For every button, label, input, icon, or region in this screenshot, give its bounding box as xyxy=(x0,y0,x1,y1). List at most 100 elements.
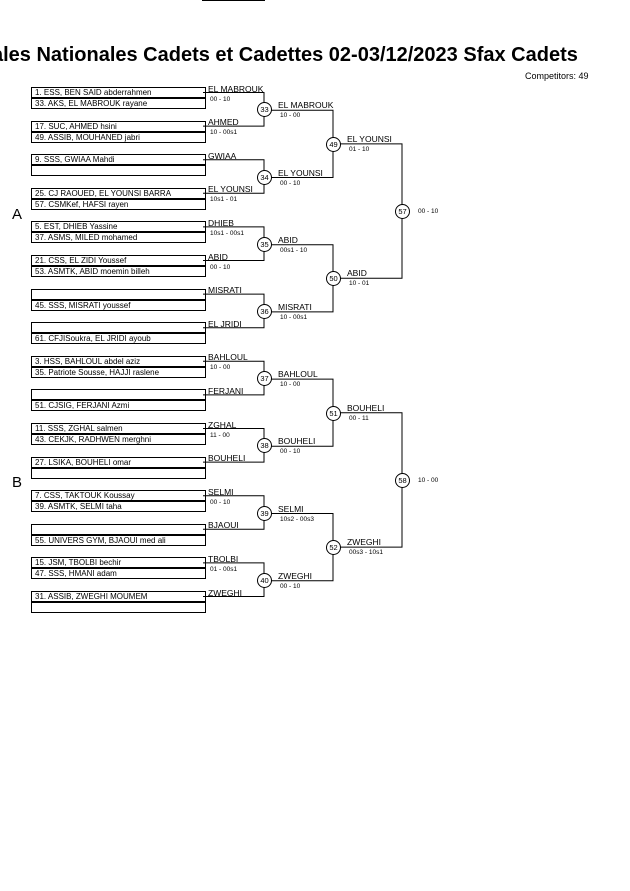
page-title: ales Nationales Cadets et Cadettes 02-03… xyxy=(0,44,578,66)
match-score: 00 - 10 xyxy=(210,498,231,506)
match-score: 10s1 - 01 xyxy=(210,196,238,204)
match-score: 01 - 00s1 xyxy=(210,565,238,573)
match-number: 35 xyxy=(257,236,272,252)
match-score: 10 - 00 xyxy=(210,364,231,372)
player-slot[interactable]: 17. SUC, AHMED hsini xyxy=(31,120,206,132)
match-winner-label: ABID xyxy=(208,251,228,262)
player-slot[interactable]: 47. SSS, HMANI adam xyxy=(31,568,206,580)
player-slot[interactable]: 49. ASSIB, MOUHANED jabri xyxy=(31,131,206,143)
player-slot[interactable] xyxy=(31,322,206,334)
match-number: 50 xyxy=(326,271,341,287)
player-slot[interactable] xyxy=(31,602,206,613)
player-slot[interactable]: 15. JSM, TBOLBI bechir xyxy=(31,557,206,569)
match-score: 10 - 00 xyxy=(280,112,301,120)
player-slot[interactable]: 7. CSS, TAKTOUK Koussay xyxy=(31,490,206,502)
match-winner-label: ZWEGHI xyxy=(208,587,242,598)
match-score: 11 - 00 xyxy=(210,431,230,439)
match-winner-label: BJAOUI xyxy=(208,520,239,531)
player-slot[interactable]: 33. AKS, EL MABROUK rayane xyxy=(31,98,206,109)
player-slot[interactable]: 55. UNIVERS GYM, BJAOUI med ali xyxy=(31,534,206,546)
match-number: 36 xyxy=(257,303,272,319)
match-number: 39 xyxy=(257,505,272,521)
match-number: 33 xyxy=(257,102,272,118)
match-winner-label: ZWEGHI xyxy=(347,537,381,548)
player-slot[interactable]: 53. ASMTK, ABID moemin billeh xyxy=(31,266,206,277)
match-winner-label: EL JRIDI xyxy=(208,318,242,329)
match-score: 00 - 10 xyxy=(280,179,301,187)
player-slot[interactable]: 11. SSS, ZGHAL salmen xyxy=(31,423,206,434)
player-slot[interactable]: 51. CJSIG, FERJANI Azmi xyxy=(31,400,206,412)
match-score: 00 - 10 xyxy=(418,208,439,216)
match-winner-label: BAHLOUL xyxy=(208,352,248,363)
match-score: 00 - 10 xyxy=(280,582,301,590)
match-winner-label: ZWEGHI xyxy=(278,570,312,581)
player-slot[interactable]: 39. ASMTK, SELMI taha xyxy=(31,501,206,513)
match-winner-label: ABID xyxy=(278,234,298,245)
player-slot[interactable] xyxy=(31,389,206,401)
match-winner-label: DHIEB xyxy=(208,217,234,228)
match-winner-label: ABID xyxy=(347,268,367,279)
match-score: 10 - 00s1 xyxy=(280,313,308,321)
group-label-b: B xyxy=(12,474,23,491)
match-score: 01 - 10 xyxy=(349,145,370,153)
player-slot[interactable]: 25. CJ RAOUED, EL YOUNSI BARRA xyxy=(31,187,206,199)
match-number: 49 xyxy=(326,136,341,152)
player-slot[interactable] xyxy=(31,165,206,177)
match-number: 37 xyxy=(257,371,272,387)
match-score: 00 - 10 xyxy=(210,95,231,103)
match-winner-label: GWIAA xyxy=(208,150,237,161)
match-winner-label: EL YOUNSI xyxy=(208,184,253,195)
player-slot[interactable]: 1. ESS, BEN SAID abderrahmen xyxy=(31,87,206,98)
match-winner-label: BOUHELI xyxy=(278,436,316,447)
match-winner-label: SELMI xyxy=(278,503,304,514)
match-winner-label: EL MABROUK xyxy=(208,83,264,94)
player-slot[interactable]: 35. Patriote Sousse, HAJJI raslene xyxy=(31,366,206,378)
match-score: 10 - 00 xyxy=(280,381,301,389)
player-slot[interactable]: 27. LSIKA, BOUHELI omar xyxy=(31,456,206,468)
player-slot[interactable] xyxy=(31,523,206,535)
match-number: 34 xyxy=(257,169,272,185)
match-winner-label: MISRATI xyxy=(278,301,312,312)
match-winner-label: SELMI xyxy=(208,486,234,497)
player-slot[interactable]: 45. SSS, MISRATI youssef xyxy=(31,299,206,311)
match-number: 57 xyxy=(395,204,410,220)
match-score: 00s1 - 10 xyxy=(280,246,308,254)
player-slot[interactable] xyxy=(31,467,206,479)
match-winner-label: BOUHELI xyxy=(208,453,246,464)
player-slot[interactable]: 21. CSS, EL ZIDI Youssef xyxy=(31,255,206,266)
player-slot[interactable]: 57. CSMKef, HAFSI rayen xyxy=(31,198,206,210)
competitors-count: Competitors: 49 xyxy=(525,71,589,81)
match-winner-label: FERJANI xyxy=(208,385,244,396)
match-winner-label: EL MABROUK xyxy=(278,100,334,111)
match-winner-label: MISRATI xyxy=(208,285,242,296)
match-number: 58 xyxy=(395,472,410,488)
match-score: 00 - 10 xyxy=(210,263,231,271)
player-slot[interactable] xyxy=(31,288,206,300)
player-slot[interactable]: 61. CFJISoukra, EL JRIDI ayoub xyxy=(31,333,206,345)
match-winner-label: EL YOUNSI xyxy=(347,133,392,144)
match-number: 38 xyxy=(257,438,272,454)
match-score: 10 - 01 xyxy=(349,280,370,288)
match-winner-label: EL YOUNSI xyxy=(278,167,323,178)
match-winner-label: ZGHAL xyxy=(208,419,237,430)
match-score: 00 - 10 xyxy=(280,448,301,456)
match-winner-label: TBOLBI xyxy=(208,553,239,564)
player-slot[interactable]: 43. CEKJK, RADHWEN merghni xyxy=(31,434,206,445)
player-slot[interactable]: 31. ASSIB, ZWEGHI MOUMEM xyxy=(31,591,206,602)
match-winner-label: BAHLOUL xyxy=(278,369,318,380)
group-label-a: A xyxy=(12,206,23,223)
match-score: 10s1 - 00s1 xyxy=(210,229,244,237)
match-score: 10s2 - 00s3 xyxy=(280,515,314,523)
match-score: 10 - 00s1 xyxy=(210,129,238,137)
match-number: 40 xyxy=(257,572,272,588)
player-slot[interactable]: 3. HSS, BAHLOUL abdel aziz xyxy=(31,355,206,367)
match-score: 00 - 11 xyxy=(349,414,369,422)
player-slot[interactable]: 9. SSS, GWIAA Mahdi xyxy=(31,154,206,166)
player-slot[interactable]: 37. ASMS, MILED mohamed xyxy=(31,232,206,244)
match-winner-label: AHMED xyxy=(208,117,239,128)
match-number: 51 xyxy=(326,405,341,421)
match-winner-label: BOUHELI xyxy=(347,402,385,413)
match-score: 00s3 - 10s1 xyxy=(349,549,383,557)
player-slot[interactable]: 5. EST, DHIEB Yassine xyxy=(31,221,206,233)
match-number: 52 xyxy=(326,540,341,556)
